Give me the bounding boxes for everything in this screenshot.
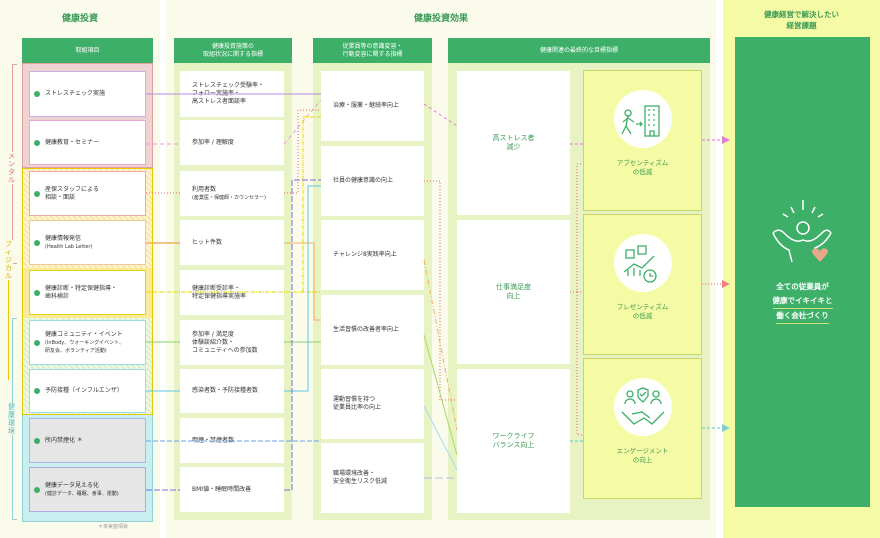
action-label: 産保スタッフによる 相談・面談	[45, 185, 99, 201]
category-mental: メンタル	[8, 152, 16, 184]
action-sub: (健診データ、睡眠、食事、運動)	[45, 490, 119, 497]
arrow-head	[722, 424, 730, 432]
check-icon	[34, 139, 40, 146]
behavior-item: 生活習慣の改善者率向上	[321, 295, 424, 365]
behavior-item: チャレンジ8実践率向上	[321, 220, 424, 290]
connector	[570, 163, 583, 436]
measure-label: 参加率 / 満足度 体験談紹介数・ コミュニティへの参加数	[192, 330, 258, 354]
outcome-label: アブセンティズム の低減	[616, 159, 669, 176]
header-behaviors: 従業員等の意識変容・ 行動変容に関する指標	[313, 38, 432, 63]
behavior-item: 社員の健康意識の向上	[321, 146, 424, 216]
connector	[284, 179, 321, 491]
action-label: 予防接種（インフルエンザ）	[45, 387, 123, 394]
check-icon	[34, 239, 40, 246]
action-label: 健康データ見える化	[45, 481, 99, 489]
physical-border	[22, 168, 153, 415]
arrow-head	[722, 280, 730, 288]
category-physical: フィジカル	[5, 240, 13, 280]
header-measures: 健康投資施策の 取組状況に関する指標	[174, 38, 292, 63]
measure-label: 感染者数・予防接種者数	[192, 387, 259, 394]
connector	[284, 185, 321, 392]
connector	[423, 259, 458, 431]
action-item: 健康診断・特定保健指導・ 歯科検診	[29, 270, 146, 315]
action-label: 健康診断・特定保健指導・ 歯科検診	[45, 284, 118, 300]
outcome-card: エンゲージメント の向上	[583, 358, 702, 499]
check-icon	[34, 437, 40, 444]
check-icon	[34, 190, 40, 197]
behavior-item: 運動習慣を持つ 従業員比率の向上	[321, 369, 424, 439]
outcome-card: アブセンティズム の低減	[583, 70, 702, 211]
action-label: ストレスチェック実施	[45, 90, 106, 97]
action-item: 所内禁煙化 ＊	[29, 418, 146, 463]
final-text: 全ての従業員が 健康でイキイキと 働く会社づくり	[735, 280, 870, 324]
action-sub: (InBody、ウォーキングイベント、 研友会、ボランティア活動)	[45, 339, 124, 354]
productivity-chart-icon	[623, 245, 657, 283]
action-item: 産保スタッフによる 相談・面談	[29, 171, 146, 216]
measure-item: 参加率 / 満足度 体験談紹介数・ コミュニティへの参加数	[180, 320, 284, 365]
connector	[423, 103, 458, 127]
action-label: 所内禁煙化 ＊	[45, 436, 83, 444]
header-actions: 取組項目	[22, 38, 153, 63]
check-icon	[34, 339, 40, 346]
behavior-item: 職場環境改善・ 安全衛生リスク低減	[321, 443, 424, 513]
measure-sub: (産業医・保健師・カウンセラー)	[192, 194, 266, 201]
investment-title: 健康投資	[61, 14, 98, 24]
measure-label: 喫煙・禁煙者数	[192, 436, 235, 444]
action-item: 健康データ見える化(健診データ、睡眠、食事、運動)	[29, 467, 146, 512]
cheering-person-heart-icon	[772, 200, 832, 263]
action-label: 健康情報発信	[45, 234, 82, 242]
measure-label: BMI値・睡眠時間改善	[192, 485, 252, 493]
measure-label: 参加率 / 理解度	[192, 138, 234, 146]
goal-item: ワークライフ バランス向上	[457, 369, 570, 513]
outcome-circle	[614, 90, 672, 148]
measure-label: 健康診断受診率・ 特定保健指導実施率	[192, 284, 247, 300]
check-icon	[34, 289, 40, 296]
physical-bracket	[8, 250, 9, 380]
walking-to-office-icon	[621, 105, 660, 137]
outcome-circle	[614, 378, 672, 436]
check-icon	[34, 486, 40, 493]
outcome-circle	[614, 234, 672, 292]
measure-item: 利用者数(産業医・保健師・カウンセラー)	[180, 171, 284, 216]
action-item: 予防接種（インフルエンザ）	[29, 369, 146, 413]
connector	[423, 334, 458, 456]
outcome-label: プレゼンティズム の低減	[616, 303, 669, 320]
action-item: 健康コミュニティ・イベント(InBody、ウォーキングイベント、 研友会、ボラン…	[29, 320, 146, 365]
note: ＊未実施項目	[98, 524, 129, 530]
action-label: 健康教育・セミナー	[45, 138, 100, 146]
final-line3: 働く会社づくり	[776, 309, 829, 324]
effect-title: 健康投資効果	[413, 14, 468, 24]
outcome-label: エンゲージメント の向上	[616, 447, 669, 464]
connector	[423, 405, 458, 471]
action-item: ストレスチェック実施	[29, 71, 146, 117]
check-icon	[34, 91, 40, 97]
header-goals: 健康関連の最終的な目標指標	[448, 38, 710, 63]
category-environment: 健康環境	[8, 403, 16, 435]
measure-item: BMI値・睡眠時間改善	[180, 467, 284, 512]
measure-item: 参加率 / 理解度	[180, 120, 284, 165]
connector	[424, 180, 457, 401]
measure-label: ヒット件数	[192, 238, 223, 246]
measure-item: ヒット件数	[180, 220, 284, 265]
connector	[284, 109, 321, 194]
action-label: 健康コミュニティ・イベント	[45, 330, 123, 338]
final-box	[735, 37, 870, 507]
goal-item: 仕事満足度 向上	[457, 220, 570, 364]
handshake-icon	[621, 387, 665, 425]
outcome-card: プレゼンティズム の低減	[583, 214, 702, 355]
action-item: 健康教育・セミナー	[29, 120, 146, 165]
check-icon	[34, 388, 40, 394]
action-sub: (Health Lab Letter)	[45, 243, 93, 250]
connector	[302, 116, 321, 292]
measure-label: 利用者数	[192, 185, 217, 193]
measure-item: 感染者数・予防接種者数	[180, 369, 284, 413]
connector	[284, 242, 321, 321]
issue-title: 健康経営で解決したい 経営課題	[764, 10, 839, 30]
behavior-item: 治療・服薬・継続率向上	[321, 71, 424, 141]
final-line1: 全ての従業員が	[776, 282, 829, 291]
goal-item: 高ストレス者 減少	[457, 71, 570, 215]
arrow-head	[722, 136, 730, 144]
action-item: 健康情報発信(Health Lab Letter)	[29, 220, 146, 265]
final-line2: 健康でイキイキと	[772, 294, 833, 309]
